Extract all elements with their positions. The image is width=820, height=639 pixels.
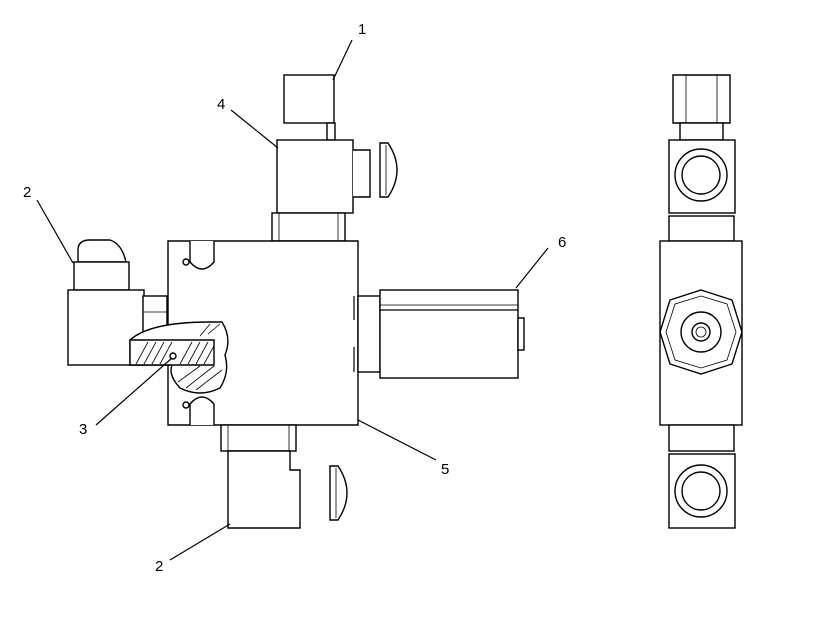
leader-6 bbox=[515, 247, 549, 289]
leader-1 bbox=[332, 39, 353, 81]
side-bottom-coil bbox=[668, 424, 736, 529]
leader-3 bbox=[95, 357, 173, 426]
front-view bbox=[67, 74, 525, 529]
callout-6: 6 bbox=[558, 234, 566, 251]
leader-5 bbox=[357, 419, 437, 461]
right-cartridge bbox=[357, 289, 525, 379]
callout-1: 1 bbox=[358, 21, 366, 38]
top-solenoid-coil bbox=[271, 74, 398, 242]
callout-5: 5 bbox=[441, 461, 449, 478]
callout-2-lower: 2 bbox=[155, 558, 163, 575]
leader-lines bbox=[36, 39, 549, 561]
leader-2-upper bbox=[36, 199, 74, 264]
side-top-coil bbox=[668, 139, 736, 242]
callout-2-upper: 2 bbox=[23, 184, 31, 201]
side-view bbox=[659, 74, 743, 529]
callout-labels: 1 2 2 3 4 5 6 bbox=[23, 21, 566, 575]
side-body bbox=[659, 240, 743, 426]
leader-2-lower bbox=[169, 523, 231, 561]
callout-4: 4 bbox=[217, 96, 225, 113]
left-solenoid-coil bbox=[67, 239, 168, 366]
cutaway-section bbox=[129, 321, 229, 394]
side-top-connector bbox=[672, 74, 731, 141]
leader-4 bbox=[230, 109, 279, 149]
bottom-solenoid-coil bbox=[220, 424, 348, 529]
callout-3: 3 bbox=[79, 421, 87, 438]
